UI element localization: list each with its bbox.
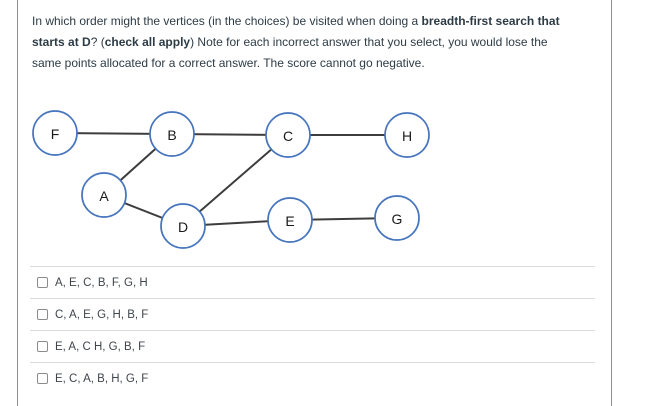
question-segment: ? (: [90, 35, 105, 49]
question-segment: same points allocated for a correct answ…: [32, 56, 425, 70]
graph-node-label-E: E: [285, 213, 294, 229]
question-segment-bold: starts at D: [32, 35, 91, 49]
answer-option-2[interactable]: C, A, E, G, H, B, F: [30, 298, 595, 330]
graph-edge-D-C: [182, 134, 289, 227]
graph-node-H: [384, 112, 430, 158]
graph-node-label-D: D: [178, 219, 188, 235]
answer-checkbox-3[interactable]: [37, 341, 48, 352]
answer-checkbox-4[interactable]: [37, 373, 48, 384]
answer-checkbox-2[interactable]: [37, 309, 48, 320]
answer-option-label: E, A, C H, G, B, F: [55, 340, 146, 353]
question-segment: In which order might the vertices (in th…: [32, 14, 422, 28]
answer-option-1[interactable]: A, E, C, B, F, G, H: [30, 266, 595, 298]
graph-node-label-C: C: [283, 128, 293, 144]
answer-checkbox-1[interactable]: [37, 277, 48, 288]
graph-node-G: [374, 195, 420, 241]
graph-node-label-B: B: [167, 127, 176, 143]
graph-node-C: [265, 112, 311, 158]
graph-node-label-G: G: [392, 211, 403, 227]
graph-node-E: [267, 197, 313, 243]
answer-option-label: C, A, E, G, H, B, F: [55, 308, 149, 321]
graph-node-D: [160, 203, 206, 249]
graph-node-A: [81, 172, 127, 218]
answer-option-3[interactable]: E, A, C H, G, B, F: [30, 330, 595, 362]
question-segment-bold: check all apply: [104, 35, 191, 49]
graph-node-B: [149, 111, 195, 157]
answer-option-label: E, C, A, B, H, G, F: [55, 372, 149, 385]
graph-node-F: [32, 110, 78, 156]
panel-border-left: [17, 0, 18, 406]
graph-figure: F B C H A D E G: [0, 90, 470, 275]
answer-option-4[interactable]: E, C, A, B, H, G, F: [30, 362, 595, 394]
graph-node-label-H: H: [402, 128, 412, 144]
answer-option-label: A, E, C, B, F, G, H: [55, 276, 148, 289]
graph-node-label-F: F: [51, 126, 60, 142]
answer-options-list: A, E, C, B, F, G, H C, A, E, G, H, B, F …: [30, 266, 595, 394]
graph-svg: F B C H A D E G: [32, 110, 430, 249]
question-text: In which order might the vertices (in th…: [32, 11, 590, 74]
graph-node-label-A: A: [99, 188, 109, 204]
question-segment-bold: breadth-first search that: [421, 14, 560, 28]
panel-border-right: [611, 0, 612, 406]
question-segment: ) Note for each incorrect answer that yo…: [190, 35, 548, 49]
